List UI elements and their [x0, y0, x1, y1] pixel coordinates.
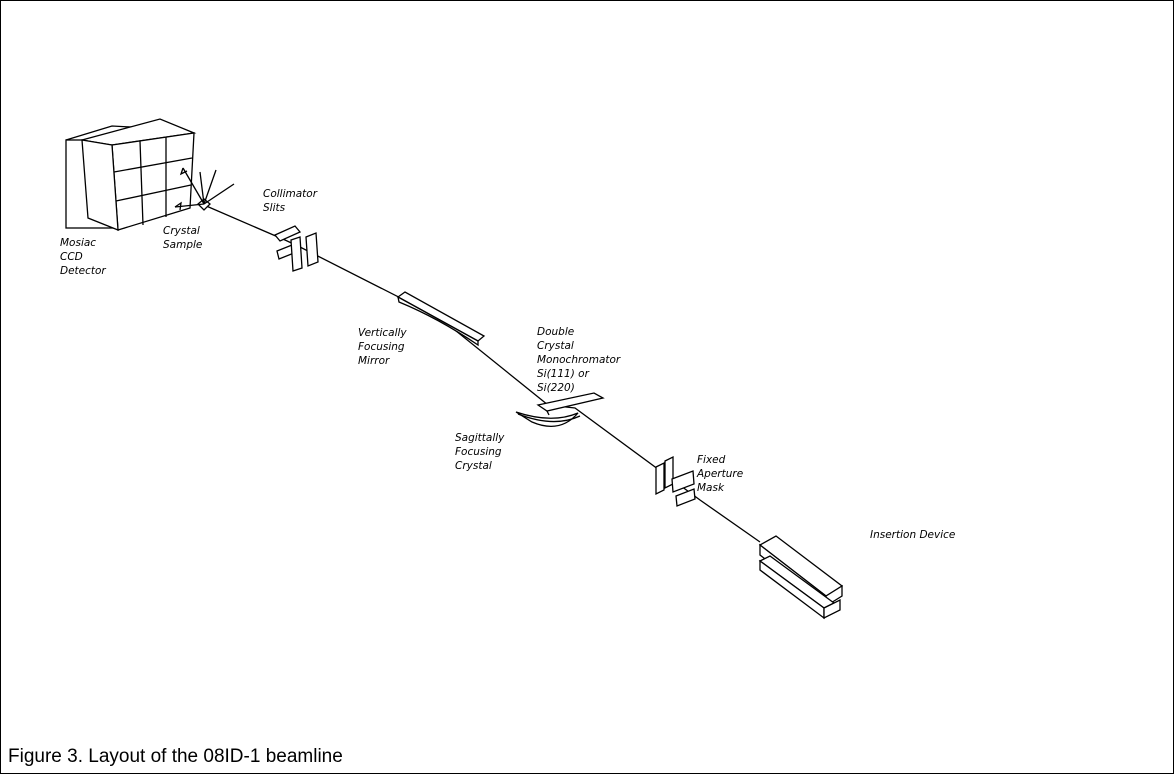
label-monochromator: Double Crystal Monochromator Si(111) or …	[537, 326, 624, 394]
crystal-sample	[174, 167, 235, 211]
label-mirror: Vertically Focusing Mirror	[358, 327, 410, 367]
fixed-aperture-mask	[655, 455, 696, 507]
label-sagittal: Sagittally Focusing Crystal	[455, 432, 508, 472]
label-sample: Crystal Sample	[163, 225, 203, 251]
label-insertion-device: Insertion Device	[870, 529, 955, 541]
label-detector: Mosiac CCD Detector	[60, 237, 106, 277]
label-mask: Fixed Aperture Mask	[696, 454, 747, 494]
collimator-slits	[273, 225, 319, 272]
monochromator-assembly	[515, 392, 605, 428]
figure-caption: Figure 3. Layout of the 08ID-1 beamline	[8, 746, 343, 767]
label-slits: Collimator Slits	[263, 188, 320, 214]
vertically-focusing-mirror	[396, 291, 486, 347]
ccd-detector	[65, 118, 197, 231]
insertion-device	[758, 535, 844, 620]
